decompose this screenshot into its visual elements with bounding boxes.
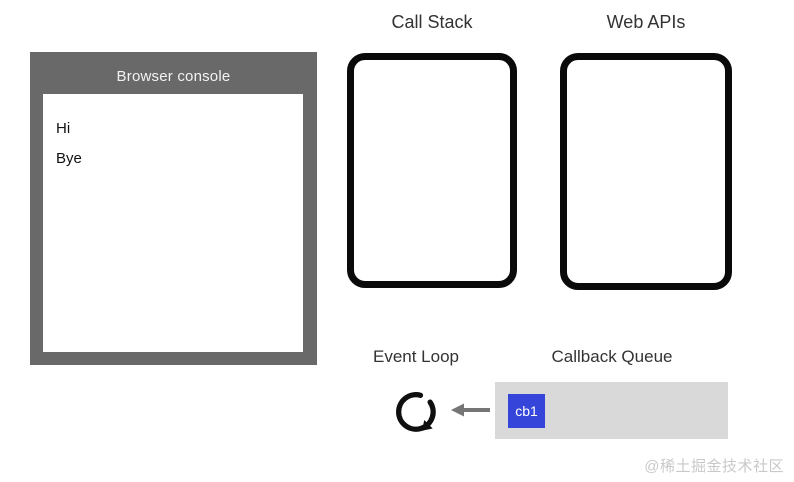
callback-queue-label: Callback Queue <box>551 347 673 366</box>
console-log-line: Hi <box>56 120 71 137</box>
web-apis-box <box>560 53 732 290</box>
web-apis-label: Web APIs <box>606 12 686 32</box>
callback-queue-bar: cb1 <box>495 382 728 439</box>
event-loop-icon <box>393 389 439 435</box>
call-stack-box <box>347 53 517 288</box>
call-stack-label: Call Stack <box>391 12 473 32</box>
left-arrow-icon <box>449 401 493 419</box>
callback-queue-item-cb1: cb1 <box>508 394 545 428</box>
browser-console-panel: Browser console Hi Bye <box>30 52 317 365</box>
browser-console-title: Browser console <box>116 68 231 85</box>
console-log-list: Hi Bye <box>43 94 303 174</box>
console-log-line: Bye <box>56 150 82 167</box>
watermark: @稀土掘金技术社区 <box>644 458 784 475</box>
browser-console-screen: Hi Bye <box>43 94 303 352</box>
event-loop-label: Event Loop <box>372 347 459 366</box>
